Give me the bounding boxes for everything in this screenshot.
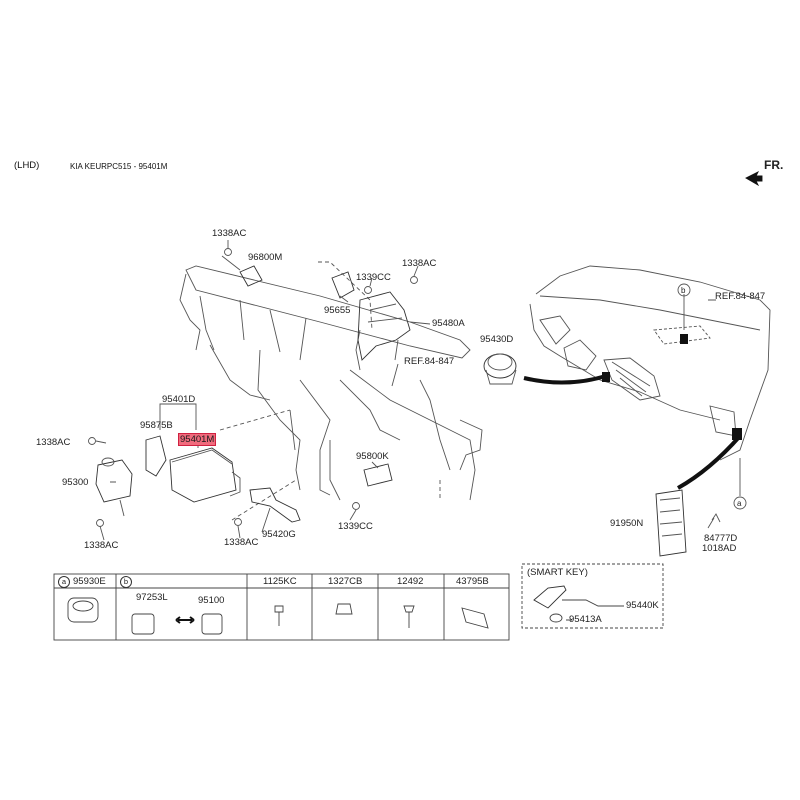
- front-label: FR.: [764, 158, 784, 172]
- table-header-12492[interactable]: 12492: [397, 576, 424, 587]
- table-code: 95930E: [73, 576, 106, 587]
- table-header-b: b: [120, 576, 135, 588]
- part-label-91950n[interactable]: 91950N: [610, 518, 644, 529]
- part-label-95401m-highlighted[interactable]: 95401M: [178, 433, 217, 446]
- part-label-95430d[interactable]: 95430D: [480, 334, 514, 345]
- callout-b: b: [681, 286, 686, 295]
- part-label-95420g[interactable]: 95420G: [262, 529, 296, 540]
- part-label-95413a[interactable]: 95413A: [569, 614, 602, 625]
- part-label-1018ad[interactable]: 1018AD: [702, 543, 737, 554]
- part-label-84777d[interactable]: 84777D: [704, 533, 738, 544]
- page-title: KIA KEURPC515 - 95401M: [70, 162, 168, 171]
- ref-label[interactable]: REF.84-847: [715, 291, 766, 302]
- part-label-95300[interactable]: 95300: [62, 477, 89, 488]
- part-label-1339cc[interactable]: 1339CC: [356, 272, 391, 283]
- part-label-95875b[interactable]: 95875B: [140, 420, 173, 431]
- part-label-1338ac[interactable]: 1338AC: [224, 537, 259, 548]
- smart-key-title: (SMART KEY): [527, 567, 588, 578]
- part-label-96800m[interactable]: 96800M: [248, 252, 283, 263]
- part-label-95401d[interactable]: 95401D: [162, 394, 196, 405]
- part-label-95800k[interactable]: 95800K: [356, 451, 389, 462]
- part-label-1338ac[interactable]: 1338AC: [36, 437, 71, 448]
- part-label-1339cc[interactable]: 1339CC: [338, 521, 373, 532]
- part-label-95480a[interactable]: 95480A: [432, 318, 465, 329]
- parts-table-grid: [53, 563, 664, 641]
- front-arrow-icon: [745, 170, 763, 187]
- table-part-97253l[interactable]: 97253L: [136, 592, 168, 603]
- marker-b: b: [120, 576, 132, 588]
- part-label-1338ac[interactable]: 1338AC: [212, 228, 247, 239]
- table-header-1327cb[interactable]: 1327CB: [328, 576, 363, 587]
- table-part-95100[interactable]: 95100: [198, 595, 225, 606]
- part-label-95440k[interactable]: 95440K: [626, 600, 659, 611]
- lhd-label: (LHD): [14, 160, 40, 171]
- table-header-43795b[interactable]: 43795B: [456, 576, 489, 587]
- table-header-1125kc[interactable]: 1125KC: [263, 576, 297, 587]
- ref-label[interactable]: REF.84-847: [404, 356, 455, 367]
- part-label-1338ac[interactable]: 1338AC: [84, 540, 119, 551]
- callout-a: a: [737, 499, 742, 508]
- part-label-1338ac[interactable]: 1338AC: [402, 258, 437, 269]
- part-label-95655[interactable]: 95655: [324, 305, 351, 316]
- marker-a: a: [58, 576, 70, 588]
